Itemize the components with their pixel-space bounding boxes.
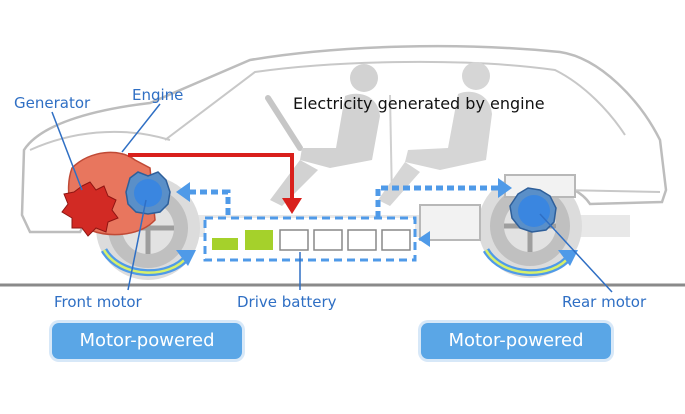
generator-gear: [61, 181, 119, 237]
electric-flow-rear-battery-arrowhead: [418, 231, 430, 247]
engine-label: Engine: [132, 86, 184, 104]
rear-wheel-rotation-highlight: [484, 249, 571, 274]
rear-motor: [509, 187, 557, 233]
front-wheel-rotation-highlight: [102, 249, 189, 274]
rear-motor-label: Rear motor: [562, 293, 647, 311]
electric-flow-to-front-motor: [186, 189, 231, 215]
electric-flow-to-rear-motor: [375, 185, 500, 218]
drive-battery-housing: [203, 216, 417, 262]
drive-battery-cells: [212, 229, 411, 251]
engine-leader-line: [121, 103, 161, 153]
front-motor-label: Front motor: [54, 293, 142, 311]
rear-motor-powered-badge: Motor-powered: [421, 323, 611, 359]
front-wheel-rotation-arrowhead: [176, 250, 196, 266]
front-motor: [125, 171, 171, 215]
rear-motor-leader-line: [539, 213, 613, 293]
front-motor-powered-badge: Motor-powered: [52, 323, 242, 359]
car-roof-line: [164, 60, 626, 141]
engine-power-arrowhead: [282, 198, 302, 214]
rear-wheel-rotation-arrowhead: [558, 250, 578, 266]
car-rear-line: [559, 189, 661, 193]
electric-flow-rear-arrowhead: [498, 178, 512, 198]
drive-battery-label: Drive battery: [237, 293, 337, 311]
passenger-silhouette: [378, 62, 492, 206]
front-motor-leader-line: [127, 199, 147, 291]
electricity-label: Electricity generated by engine: [293, 94, 545, 113]
generator-leader-line: [51, 111, 83, 191]
steering-column: [265, 95, 303, 151]
car-hood-line: [29, 130, 171, 151]
engine-power-flow: [128, 153, 294, 200]
electric-flow-front-arrowhead: [176, 182, 190, 202]
generator-label: Generator: [14, 94, 91, 112]
